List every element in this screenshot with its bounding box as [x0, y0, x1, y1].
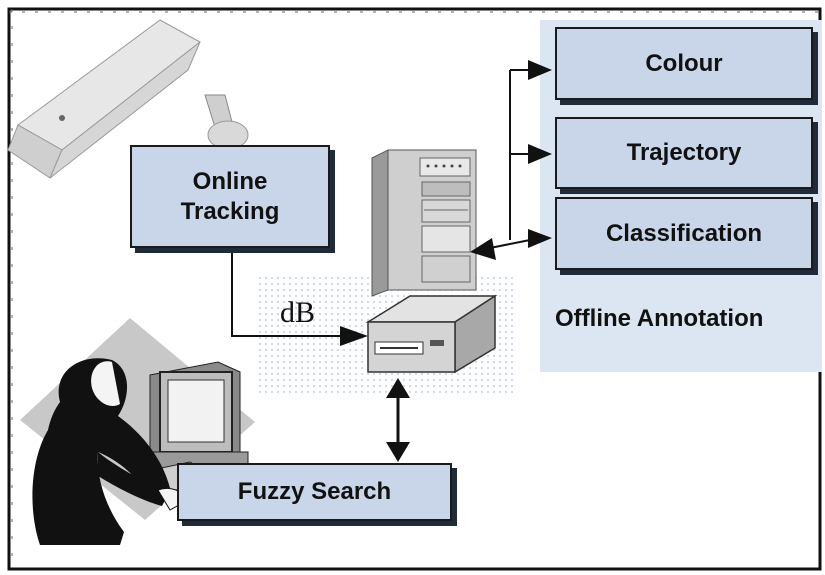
classification-box: Classification	[555, 197, 813, 270]
colour-box: Colour	[555, 27, 813, 100]
db-label: dB	[280, 296, 316, 329]
trajectory-box: Trajectory	[555, 117, 813, 189]
online-tracking-box: Online Tracking	[130, 145, 330, 248]
fuzzy-search-box: Fuzzy Search	[177, 463, 452, 521]
storage-drive-icon	[365, 294, 498, 374]
offline-annotation-label: Offline Annotation	[555, 305, 764, 332]
tracking-to-db-connector	[231, 248, 368, 346]
db-fuzzy-search-connector	[386, 378, 410, 462]
server-icon	[371, 149, 477, 297]
camera-icon	[7, 19, 249, 179]
annotation-connectors	[470, 60, 552, 260]
